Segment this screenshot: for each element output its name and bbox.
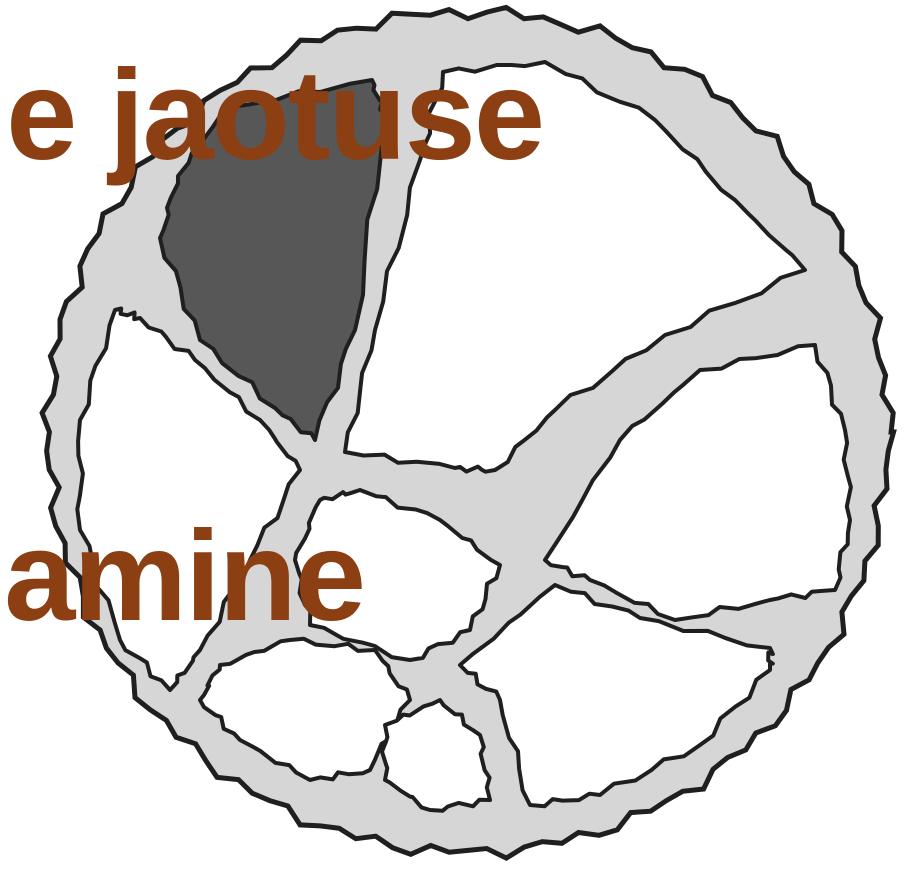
segmented-circle-diagram: [0, 0, 913, 871]
division-diagram: e jaotuse amine: [0, 0, 913, 871]
